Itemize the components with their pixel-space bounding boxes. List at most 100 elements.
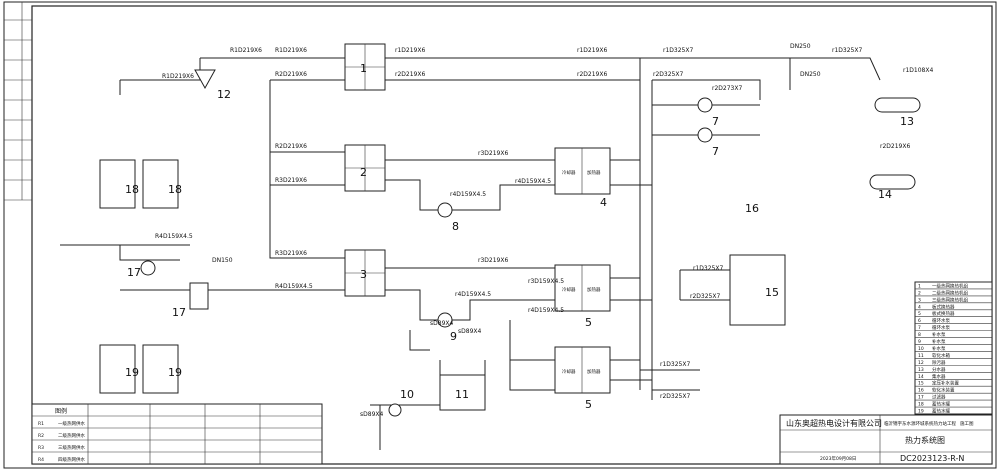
svg-text:r2D219X6: r2D219X6 [880,143,910,150]
svg-text:8: 8 [452,220,459,233]
equip-row-name: 集水器 [932,373,946,380]
equip-row-name: 分水器 [932,366,946,373]
pipe-labels: R1D219X6 r1D219X6 r1D219X6 r1D325X7 r1D3… [155,43,933,418]
outer-border [3,1,997,469]
svg-text:三级热网供水: 三级热网供水 [58,444,85,451]
equip-row-name: 软化水箱 [932,352,950,359]
svg-text:加热器: 加热器 [587,286,601,293]
svg-text:r4D159X4.5: r4D159X4.5 [528,307,564,314]
equip-row-num: 16 [918,388,924,394]
svg-text:R2D219X6: R2D219X6 [275,71,307,78]
svg-text:11: 11 [455,388,469,401]
svg-text:冷却器: 冷却器 [562,368,576,375]
svg-text:13: 13 [900,115,914,128]
svg-text:sD89X4: sD89X4 [430,320,453,327]
svg-text:r1D325X7: r1D325X7 [663,47,693,54]
equip-row-num: 2 [918,290,921,296]
svg-text:r2D219X6: r2D219X6 [577,71,607,78]
svg-text:加热器: 加热器 [587,368,601,375]
unit-1: 1 [344,43,386,91]
svg-text:r1D325X7: r1D325X7 [693,265,723,272]
equip-num-5a: 5 [585,316,592,329]
inner-border [31,5,993,465]
svg-text:r1D325X7: r1D325X7 [660,361,690,368]
svg-text:17: 17 [172,306,186,319]
pump-7b: 7 [697,127,719,158]
svg-text:R3D219X6: R3D219X6 [275,177,307,184]
plate-exchanger-5a: 冷却器 加热器 5 [554,264,611,329]
equip-row-num: 9 [918,339,921,345]
svg-text:DN250: DN250 [790,43,811,50]
equip-row-num: 13 [918,367,924,373]
pump-9: 9 [437,312,457,343]
equip-row-num: 18 [918,402,924,408]
left-margin-ticks [4,19,32,201]
equip-num-5b: 5 [585,398,592,411]
svg-text:sD89X4: sD89X4 [360,411,383,418]
svg-text:R2: R2 [38,433,44,439]
equip-row-name: 循环水泵 [932,324,950,331]
tank-18a: 18 [99,159,139,209]
pipe-network [60,57,881,450]
drawing-number: DC2023123-R-N [900,454,964,463]
legend-table: 图例 R1 一级热网供水 R2 二级热网供水 R3 三级热网供水 R4 四级热网… [31,403,323,465]
svg-text:R4: R4 [38,457,44,463]
equip-row-num: 4 [918,304,921,310]
stage-label: 施工图 [960,420,974,427]
pump-7a: 7 [697,97,719,128]
equip-row-name: 补水泵 [932,338,946,345]
svg-text:r1D108X4: r1D108X4 [903,67,933,74]
equip-row-name: 循环水泵 [932,317,950,324]
drawing-date: 2023年09月08日 [820,455,856,462]
equip-row-num: 15 [918,381,924,387]
equip-row-num: 10 [918,346,924,352]
title-block: 山东奥超热电设计有限公司 临沂锦宇东水源环城系统热力站工程 施工图 热力系统图 … [779,414,993,465]
svg-text:7: 7 [712,145,719,158]
equip-row-num: 14 [918,374,924,380]
equip-row-num: 1 [918,283,921,289]
legend-title: 图例 [55,407,67,415]
svg-text:15: 15 [765,286,779,299]
svg-text:二级热网供水: 二级热网供水 [58,432,85,439]
equip-row-num: 12 [918,360,924,366]
svg-text:9: 9 [450,330,457,343]
filter-17b: 17 [172,282,209,319]
equip-num-2: 2 [360,166,367,179]
equip-row-name: 二级热网换热机组 [932,289,968,296]
svg-text:DN250: DN250 [800,71,821,78]
svg-text:7: 7 [712,115,719,128]
unit-3: 3 [344,249,386,297]
drawing-title: 热力系统图 [905,435,945,445]
svg-text:10: 10 [400,388,414,401]
svg-text:r3D159X4.5: r3D159X4.5 [528,278,564,285]
tank-18b: 18 [142,159,182,209]
svg-text:R3: R3 [38,445,44,451]
svg-text:r2D325X7: r2D325X7 [653,71,683,78]
svg-text:一级热网供水: 一级热网供水 [58,420,85,427]
svg-text:r3D219X6: r3D219X6 [478,257,508,264]
equip-row-num: 5 [918,311,921,317]
plate-exchanger-4: 冷却器 加热器 4 [554,147,611,209]
svg-text:r4D159X4.5: r4D159X4.5 [515,178,551,185]
svg-text:R1D219X6: R1D219X6 [230,47,262,54]
svg-text:R1D219X6: R1D219X6 [162,73,194,80]
svg-text:r1D325X7: r1D325X7 [832,47,862,54]
svg-text:R4D159X4.5: R4D159X4.5 [155,233,193,240]
svg-text:冷却器: 冷却器 [562,286,576,293]
equip-num-16: 16 [745,202,759,215]
svg-text:R1D219X6: R1D219X6 [275,47,307,54]
equip-row-name: 蓄热水罐 [932,401,950,408]
header-14: 13 [874,97,921,128]
unit-2: 2 [344,144,386,192]
equip-row-num: 11 [918,353,924,359]
svg-text:DN150: DN150 [212,257,233,264]
svg-text:R3D219X6: R3D219X6 [275,250,307,257]
equip-num-1: 1 [360,62,367,75]
svg-text:sD89X4: sD89X4 [458,328,481,335]
equip-row-name: 补水泵 [932,345,946,352]
svg-text:12: 12 [217,88,231,101]
project-name: 临沂锦宇东水源环城系统热力站工程 [884,420,956,427]
